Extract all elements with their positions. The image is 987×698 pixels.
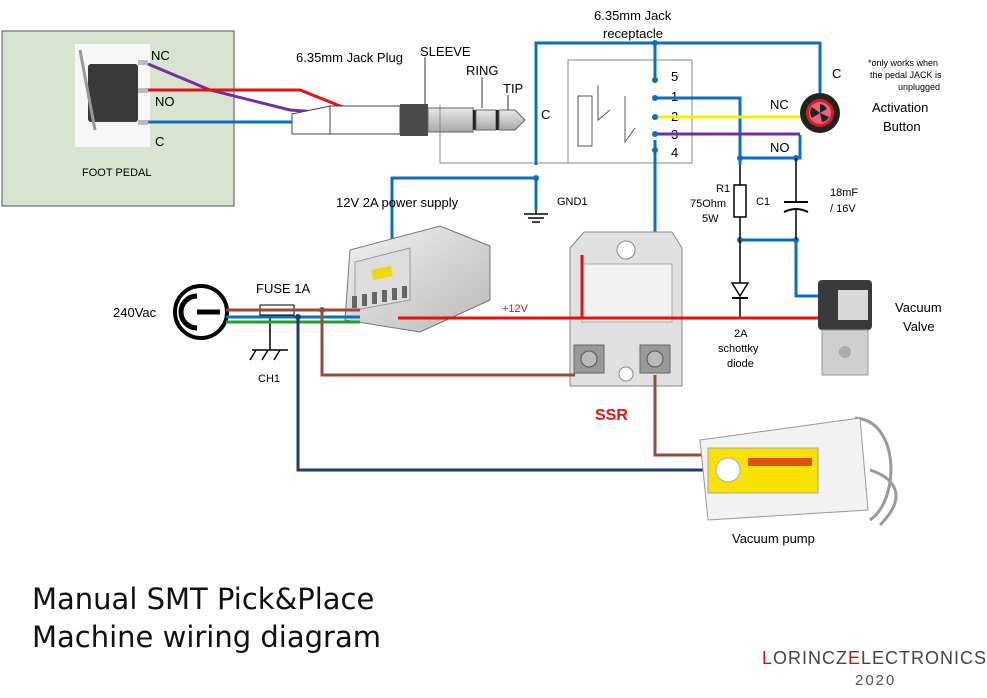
activation-label-2: Button	[883, 119, 921, 134]
jack-receptacle-title-2: receptacle	[603, 26, 663, 41]
jack-plug-label: 6.35mm Jack Plug	[296, 50, 403, 65]
fuse-label: FUSE 1A	[256, 281, 311, 296]
fan-icon	[810, 104, 829, 122]
brand-l: L	[762, 648, 774, 668]
diode-label-1: 2A	[734, 328, 748, 340]
diode-label-3: diode	[727, 358, 754, 370]
vacuum-pump-label: Vacuum pump	[732, 531, 815, 546]
ssr: SSR	[569, 231, 683, 424]
button-wires	[655, 115, 800, 136]
mains-wires	[226, 308, 710, 472]
note-line-2: the pedal JACK is	[870, 70, 942, 80]
pedal-nc-label: NC	[151, 48, 170, 63]
pin-4: 4	[671, 145, 678, 160]
tip-label: TIP	[503, 81, 523, 96]
note-line-3: unplugged	[898, 82, 940, 92]
c1-label: C1	[756, 196, 770, 208]
power-supply-label: 12V 2A power supply	[336, 195, 459, 210]
title-line-1: Manual SMT Pick&Place	[32, 582, 375, 616]
microswitch	[88, 64, 138, 122]
gnd1-symbol: GND1	[524, 196, 588, 223]
jack-plug: 6.35mm Jack Plug SLEEVE RING TIP	[291, 44, 526, 136]
brand-logo: LORINCZELECTRONICS	[762, 648, 987, 669]
pin-5: 5	[671, 69, 678, 84]
ring-label: RING	[466, 63, 499, 78]
sleeve-label: SLEEVE	[420, 44, 471, 59]
foot-pedal-box: FOOT PEDAL NC NO C	[1, 30, 235, 207]
diode-icon	[730, 282, 750, 298]
jack-c-label: C	[541, 107, 550, 122]
chassis-ground-icon	[249, 318, 288, 361]
mains-junctions	[295, 307, 325, 320]
junctions	[533, 40, 799, 243]
brand-orincz: ORINCZ	[773, 648, 849, 668]
button-c-label: C	[832, 66, 841, 81]
note-line-1: *only works when	[868, 58, 938, 68]
plus12v-label: +12V	[502, 303, 529, 315]
vac240-label: 240Vac	[113, 305, 157, 320]
title-line-2: Machine wiring diagram	[32, 620, 381, 654]
brand-e: E	[848, 648, 862, 668]
blue-wires	[390, 41, 822, 300]
brand-lectronics: LECTRONICS	[861, 648, 987, 668]
vacuum-valve-label-2: Valve	[903, 319, 935, 334]
activation-button: C NC NO *only works when the pedal JACK …	[770, 58, 942, 155]
pedal-c-label: C	[155, 134, 164, 149]
diode-label-2: schottky	[718, 343, 759, 355]
vacuum-pump: Vacuum pump	[699, 416, 898, 546]
plus12v-wire	[398, 255, 820, 320]
jack-receptacle: 6.35mm Jack receptacle C 5 1 2 3 4	[439, 8, 693, 164]
rc-network: R1 75Ohm 5W C1 18mF / 16V 2A schottky di…	[690, 158, 858, 370]
r1-label-3: 5W	[702, 213, 719, 225]
cap-label-1: 18mF	[830, 187, 858, 199]
cap-label-2: / 16V	[830, 203, 856, 215]
pedal-no-label: NO	[155, 94, 175, 109]
vacuum-valve: Vacuum Valve	[818, 280, 942, 376]
jack-receptacle-title-1: 6.35mm Jack	[594, 8, 672, 23]
activation-label-1: Activation	[872, 100, 928, 115]
page-title: Manual SMT Pick&Place Machine wiring dia…	[32, 580, 381, 656]
r1-label-2: 75Ohm	[690, 198, 726, 210]
button-no-label: NO	[770, 140, 790, 155]
power-supply: 12V 2A power supply	[336, 195, 491, 333]
button-nc-label: NC	[770, 97, 789, 112]
brand-year: 2020	[855, 672, 897, 689]
r1-label-1: R1	[716, 183, 730, 195]
ssr-label: SSR	[595, 407, 628, 424]
gnd1-label: GND1	[557, 196, 588, 208]
ch1-label: CH1	[258, 373, 280, 385]
vacuum-valve-label-1: Vacuum	[895, 300, 942, 315]
foot-pedal-label: FOOT PEDAL	[82, 167, 151, 179]
mains-input: 240Vac FUSE 1A CH1	[113, 281, 311, 385]
